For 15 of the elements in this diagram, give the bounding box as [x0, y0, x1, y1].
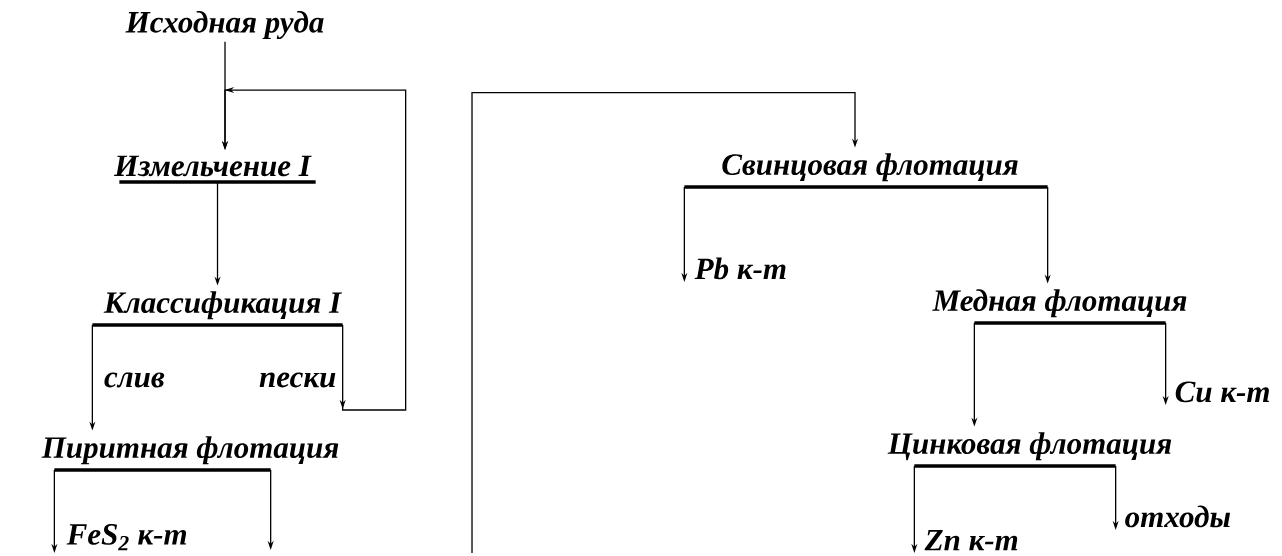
- process-step: Медная флотация: [932, 289, 1187, 325]
- product-label: Pb к-т: [694, 257, 786, 280]
- product-label: Cu к-т: [1175, 381, 1269, 403]
- process-step: Цинковая флотация: [887, 432, 1172, 468]
- edge-label: слив: [103, 371, 166, 389]
- edge-label: пески: [258, 371, 338, 389]
- product-label: FeS$_{2}$ к-т: [66, 524, 187, 551]
- process-step: Свинцовая флотация: [684, 153, 1048, 189]
- arrow: [471, 91, 859, 554]
- feed-label: Исходная руда: [125, 10, 324, 40]
- process-step: Пиритная флотация: [41, 436, 339, 472]
- process-step: Измельчение I: [114, 155, 316, 184]
- product-label: Zn к-т: [924, 530, 1018, 551]
- process-step: Классификация I: [92, 291, 343, 327]
- product-label: отходы: [1125, 505, 1231, 528]
